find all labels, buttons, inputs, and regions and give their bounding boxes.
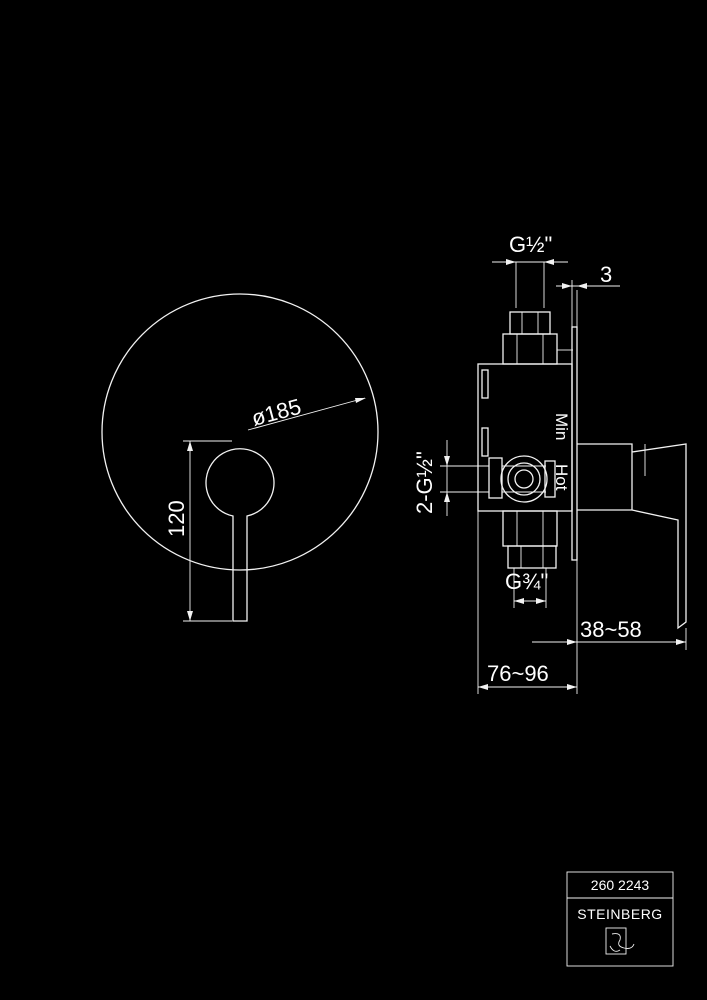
- brand-name: STEINBERG: [577, 906, 662, 922]
- top-thread-arrow-right: [544, 259, 554, 265]
- title-block: 260 2243 STEINBERG: [566, 871, 674, 967]
- side-inlet-outer: [500, 455, 548, 503]
- depth-arrow-left: [567, 639, 577, 645]
- height-label: 120: [164, 500, 189, 537]
- diameter-dimension-line: [247, 397, 366, 431]
- total-arrow-left: [478, 684, 488, 690]
- total-arrow-right: [567, 684, 577, 690]
- lever-handle: [205, 448, 275, 622]
- bottom-thread-arrow-right: [536, 598, 546, 604]
- plate-thickness-arrow-right: [577, 283, 587, 289]
- side-inlet-inner: [514, 469, 534, 489]
- lever-side: [577, 443, 687, 630]
- bottom-nut: [507, 545, 557, 569]
- bottom-connector: [502, 510, 558, 547]
- total-range-label: 76~96: [487, 661, 549, 686]
- hot-label: Hot: [552, 464, 571, 491]
- bottom-thread-label: G¾": [505, 569, 548, 594]
- min-label: Min: [552, 413, 571, 440]
- front-view: ø185 120: [101, 293, 379, 622]
- side-thread-arrow-bottom: [444, 492, 450, 502]
- side-inlet-left: [488, 457, 503, 499]
- cover-plate-outline: [101, 293, 379, 571]
- body-detail: [481, 427, 489, 457]
- side-view: Min Hot G½" 3 2-G½" G¾" 38: [412, 232, 687, 694]
- side-inlet-right: [544, 460, 556, 498]
- plate-thickness-label: 3: [600, 262, 612, 287]
- side-thread-label: 2-G½": [412, 451, 437, 514]
- diameter-label: ø185: [249, 394, 304, 431]
- height-arrow-top: [187, 441, 193, 451]
- diameter-arrow-head: [355, 398, 366, 403]
- depth-range-label: 38~58: [580, 617, 642, 642]
- side-thread-arrow-top: [444, 456, 450, 466]
- plate-thickness-arrow-left: [562, 283, 572, 289]
- body-detail: [481, 369, 489, 399]
- side-inlet-middle: [507, 462, 541, 496]
- height-arrow-bottom: [187, 611, 193, 621]
- top-thread-arrow-left: [506, 259, 516, 265]
- cover-plate-edge: [571, 326, 578, 561]
- bottom-thread-arrow-left: [514, 598, 524, 604]
- title-block-frame: [566, 871, 674, 967]
- brand-logo-icon: [605, 927, 635, 955]
- top-nut: [509, 311, 551, 335]
- top-thread-label: G½": [509, 232, 552, 257]
- article-number: 260 2243: [591, 877, 650, 893]
- top-connector: [502, 333, 558, 365]
- depth-arrow-right: [676, 639, 686, 645]
